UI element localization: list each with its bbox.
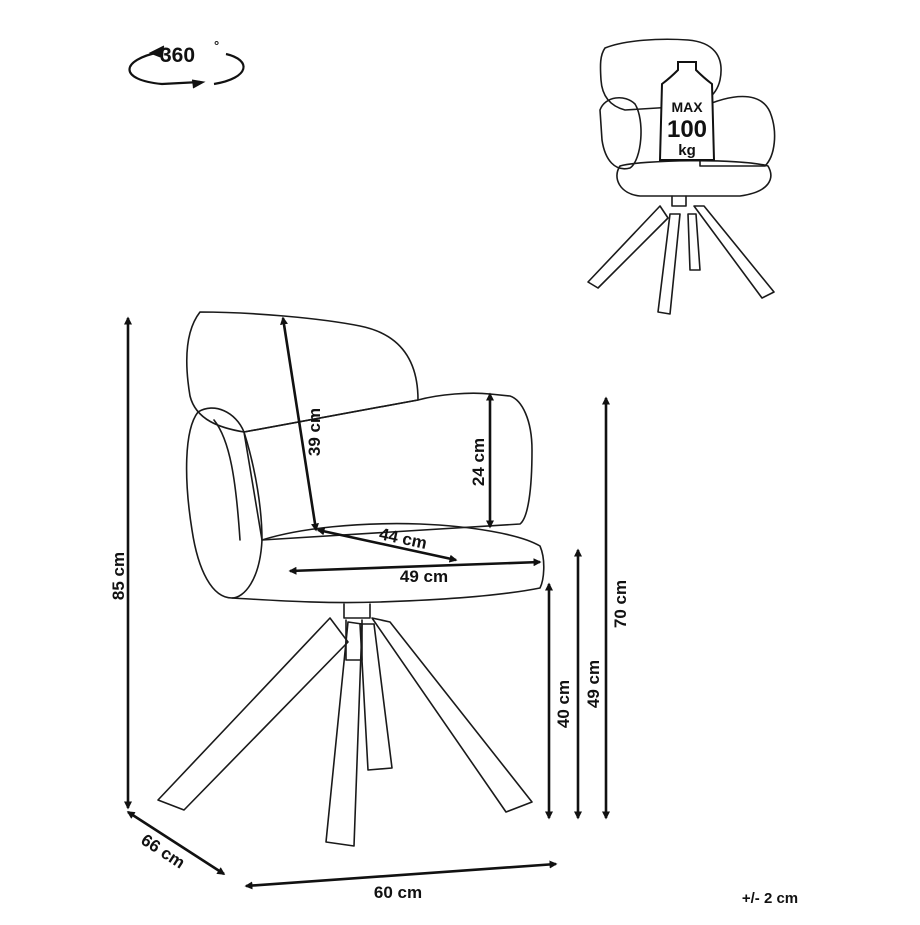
dim-line-backrest-height <box>280 316 319 532</box>
leg-front <box>325 621 363 847</box>
dim-line-width <box>244 860 558 890</box>
rotation-arrow-left <box>128 50 201 86</box>
rotation-arrowhead-top <box>148 45 165 59</box>
tolerance-note: +/- 2 cm <box>742 890 798 907</box>
leg-right <box>371 617 533 813</box>
backrest-inner <box>243 392 533 541</box>
label-depth: 66 cm <box>138 830 189 872</box>
rotation-arrowhead-bottom <box>191 79 206 89</box>
small-leg-right <box>693 205 775 299</box>
rotation-360-icon: 360 ° <box>128 38 245 89</box>
leg-back <box>359 623 393 771</box>
left-armrest-crease <box>213 419 241 541</box>
left-armrest <box>185 407 263 599</box>
small-swivel <box>671 195 687 207</box>
weight-value: 100 <box>667 116 707 143</box>
leg-front-left <box>157 617 349 811</box>
small-leg-back <box>687 213 701 271</box>
rotation-arrow-right <box>213 52 245 86</box>
label-total-height: 85 cm <box>109 552 128 600</box>
dimension-lines <box>124 316 610 890</box>
label-armrest-top-height: 70 cm <box>611 580 630 628</box>
label-backrest-height: 39 cm <box>305 408 324 456</box>
leg-hub <box>345 619 363 661</box>
label-seat-top-height: 49 cm <box>584 660 603 708</box>
small-chair-illustration: MAX 100 kg <box>587 38 776 315</box>
swivel-mechanism <box>343 603 371 619</box>
weight-max-label: MAX <box>671 99 703 115</box>
backrest <box>186 311 419 433</box>
label-seat-width: 49 cm <box>400 567 448 586</box>
label-width: 60 cm <box>374 883 422 902</box>
small-left-arm <box>599 97 642 170</box>
label-armrest-height: 24 cm <box>469 438 488 486</box>
dim-line-seat-depth <box>316 527 458 563</box>
small-seat <box>616 159 772 197</box>
dimension-labels: 85 cm 39 cm 24 cm 44 cm 49 cm 40 cm 49 c… <box>109 408 798 907</box>
weight-badge-icon <box>658 61 716 161</box>
main-chair-illustration <box>157 311 545 847</box>
small-leg-left <box>587 205 669 289</box>
rotation-value: 360 <box>160 44 195 67</box>
label-seat-height: 40 cm <box>554 680 573 728</box>
dim-line-seat-width <box>288 558 542 575</box>
small-right-arm <box>699 95 776 167</box>
weight-unit: kg <box>678 142 696 159</box>
rotation-unit: ° <box>214 38 219 53</box>
small-leg-front <box>657 213 681 315</box>
dim-line-depth <box>126 810 226 876</box>
seat-cushion <box>231 522 545 604</box>
